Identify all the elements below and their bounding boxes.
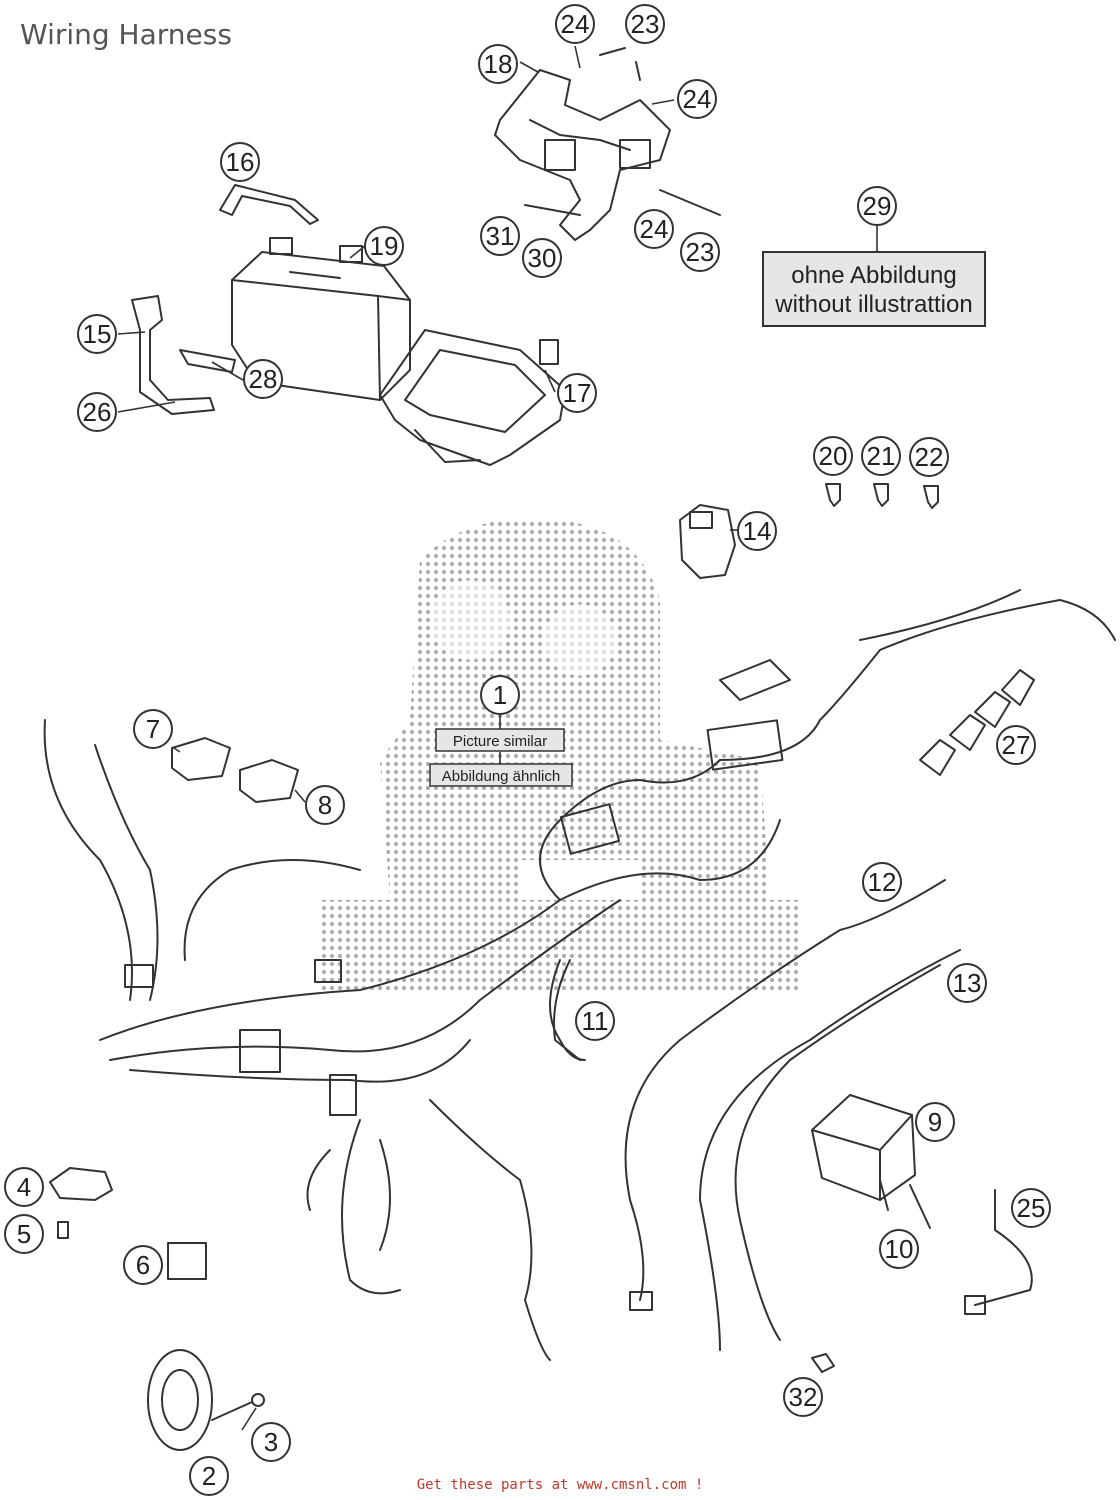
svg-text:11: 11 [582, 1006, 609, 1036]
callout-19: 19 [364, 226, 404, 266]
callout-1: 1 [480, 675, 520, 715]
fuse-part [825, 483, 939, 509]
callout-27: 27 [996, 725, 1036, 765]
svg-text:12: 12 [868, 867, 897, 897]
callout-24-bottom: 24 [634, 209, 674, 249]
svg-text:19: 19 [370, 231, 399, 261]
svg-text:10: 10 [885, 1234, 914, 1264]
svg-text:24: 24 [683, 84, 712, 114]
callout-32: 32 [783, 1377, 823, 1417]
svg-text:27: 27 [1002, 730, 1031, 760]
callout-24-top: 24 [555, 4, 595, 44]
svg-text:28: 28 [249, 364, 278, 394]
svg-text:4: 4 [17, 1172, 31, 1202]
battery-part [231, 237, 411, 401]
callout-24-right: 24 [677, 79, 717, 119]
callout-6: 6 [123, 1245, 163, 1285]
svg-text:30: 30 [528, 243, 557, 273]
svg-text:15: 15 [83, 319, 112, 349]
svg-text:23: 23 [686, 237, 715, 267]
note-line-1: ohne Abbildung [791, 262, 957, 289]
callout-31: 31 [480, 216, 520, 256]
label-picture-similar: Picture similar [453, 733, 547, 750]
callout-16: 16 [220, 142, 260, 182]
svg-text:24: 24 [561, 9, 590, 39]
svg-text:22: 22 [915, 442, 944, 472]
main-label-box: Picture similar Abbildung ähnlich [429, 728, 573, 787]
svg-text:9: 9 [928, 1107, 942, 1137]
bracket-part [219, 184, 319, 225]
svg-text:8: 8 [318, 790, 332, 820]
svg-text:5: 5 [17, 1219, 31, 1249]
svg-text:7: 7 [146, 714, 160, 744]
bolt-part [879, 1179, 931, 1229]
callout-7: 7 [133, 709, 173, 749]
sensor-25-part [964, 1189, 1033, 1315]
callout-15: 15 [77, 314, 117, 354]
callout-29: 29 [857, 186, 897, 226]
battery-tray-part [379, 329, 566, 466]
svg-text:13: 13 [953, 968, 982, 998]
callout-4: 4 [4, 1167, 44, 1207]
cable-13-part [699, 949, 961, 1351]
battery-strap-part [131, 295, 236, 415]
note-box: ohne Abbildung without illustrattion [762, 251, 986, 327]
svg-text:14: 14 [743, 516, 772, 546]
callout-13: 13 [947, 963, 987, 1003]
callout-26: 26 [77, 392, 117, 432]
callout-11: 11 [575, 1001, 615, 1041]
callout-17: 17 [557, 373, 597, 413]
callout-5: 5 [4, 1214, 44, 1254]
connector-set-part [919, 669, 1035, 776]
callout-12: 12 [862, 862, 902, 902]
callout-20: 20 [813, 436, 853, 476]
starter-relay-part [679, 504, 736, 579]
callout-8: 8 [305, 785, 345, 825]
relay-holder-part [494, 47, 721, 241]
svg-text:6: 6 [136, 1250, 150, 1280]
svg-text:18: 18 [484, 49, 513, 79]
svg-text:29: 29 [863, 191, 892, 221]
callout-18: 18 [478, 44, 518, 84]
svg-text:1: 1 [493, 680, 507, 710]
note-line-2: without illustrattion [774, 291, 972, 318]
callout-2: 2 [189, 1456, 229, 1496]
svg-text:16: 16 [226, 147, 255, 177]
callout-9: 9 [915, 1102, 955, 1142]
svg-text:25: 25 [1017, 1193, 1046, 1223]
svg-text:24: 24 [640, 214, 669, 244]
bolt-32-part [811, 1353, 835, 1373]
page-title: Wiring Harness [20, 18, 232, 51]
watermark-logo [320, 518, 800, 990]
cable-12-part [624, 879, 946, 1311]
label-abbildung-aehnlich: Abbildung ähnlich [442, 768, 560, 785]
callout-25: 25 [1011, 1188, 1051, 1228]
callout-23-top: 23 [625, 4, 665, 44]
svg-text:2: 2 [202, 1461, 216, 1491]
svg-text:21: 21 [867, 441, 896, 471]
svg-text:31: 31 [486, 221, 515, 251]
horn-part [147, 1349, 265, 1451]
callout-23-bottom: 23 [680, 232, 720, 272]
leader-lines [117, 45, 878, 1431]
svg-text:26: 26 [83, 397, 112, 427]
small-relay-part [49, 1167, 207, 1280]
callout-22: 22 [909, 437, 949, 477]
svg-text:32: 32 [789, 1382, 818, 1412]
callout-10: 10 [879, 1229, 919, 1269]
svg-text:17: 17 [563, 378, 592, 408]
sensor-cable-part [553, 959, 581, 1061]
svg-text:23: 23 [631, 9, 660, 39]
callout-21: 21 [861, 436, 901, 476]
callout-28: 28 [243, 359, 283, 399]
footer-link-text[interactable]: Get these parts at www.cmsnl.com ! [416, 1477, 704, 1493]
svg-text:20: 20 [819, 441, 848, 471]
svg-text:3: 3 [264, 1427, 278, 1457]
callout-3: 3 [251, 1422, 291, 1462]
callout-14: 14 [737, 511, 777, 551]
relay-part [171, 737, 299, 803]
callout-30: 30 [522, 238, 562, 278]
regulator-part [811, 1094, 916, 1201]
